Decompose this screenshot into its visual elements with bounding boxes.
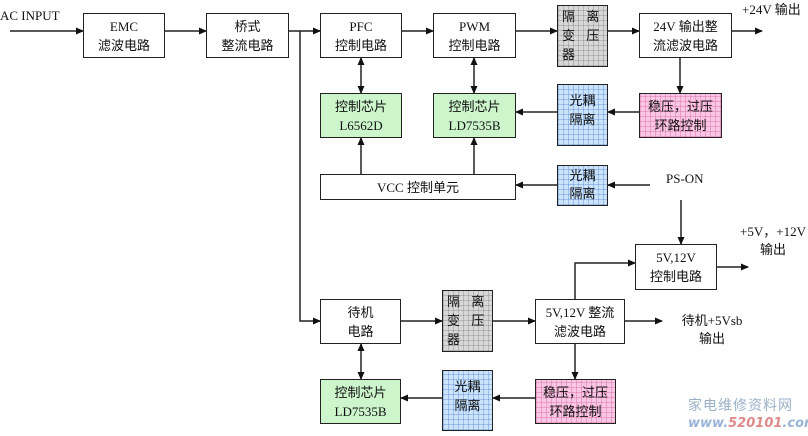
optocoupler-top-block: 光耦隔离 <box>557 84 608 146</box>
optocoupler-mid-block: 光耦隔离 <box>557 165 608 206</box>
optocoupler-bottom-block: 光耦隔离 <box>442 370 493 431</box>
block-line: 控制电路 <box>448 37 501 53</box>
block-line: 整流电路 <box>221 37 274 53</box>
block-line: 滤波电路 <box>553 323 606 339</box>
block-line: 隔离 <box>569 186 596 201</box>
block-line: LD7535B <box>334 403 387 419</box>
isolation-transformer-top: 隔 离变 压器 <box>557 5 608 67</box>
emc-filter-block: EMC 滤波电路 <box>83 13 165 58</box>
block-line: 5V,12V 整流 <box>545 304 615 320</box>
rectifier-24v-block: 24V 输出整流滤波电路 <box>639 13 732 58</box>
block-line: 变 压 <box>447 313 489 328</box>
block-line: L6562D <box>339 117 383 133</box>
block-line: EMC <box>109 18 139 34</box>
chip-ld7535b-top-block: 控制芯片 LD7535B <box>433 93 516 138</box>
watermark-url: www.520101.com <box>688 416 808 432</box>
pwm-control-block: PWM 控制电路 <box>433 13 516 58</box>
block-line: PWM <box>458 18 491 34</box>
isolation-transformer-bottom: 隔 离变 压器 <box>442 290 493 352</box>
arrow-rect-ctrl <box>574 259 636 299</box>
block-line: 隔离 <box>569 112 596 127</box>
watermark-url-number: 520101 <box>728 416 783 431</box>
block-line: LD7535B <box>448 117 501 133</box>
block-line: 稳压，过压 <box>647 98 713 114</box>
regulation-top-block: 稳压，过压环路控制 <box>639 93 722 138</box>
chip-ld7535b-bottom-block: 控制芯片 LD7535B <box>320 379 401 424</box>
block-line: 控制芯片 <box>334 98 387 114</box>
block-line: 光耦 <box>454 379 481 394</box>
block-line: 24V 输出整 <box>653 18 718 34</box>
block-line: 隔 离 <box>447 294 489 309</box>
chip-l6562d-block: 控制芯片 L6562D <box>320 93 402 138</box>
watermark-url-prefix: www. <box>688 416 729 431</box>
watermark-text: 家电维修资料网 <box>688 398 793 414</box>
block-line: 控制芯片 <box>334 384 387 400</box>
ps-on-label: PS-ON <box>666 171 704 186</box>
block-line: 光耦 <box>569 168 596 183</box>
block-line: 待机 <box>347 304 374 320</box>
block-line: 5V,12V <box>656 250 696 265</box>
block-line: 隔 离 <box>562 9 604 24</box>
block-line: 环路控制 <box>549 403 602 419</box>
output-5v12v-line2: 输出 <box>759 242 786 257</box>
standby-circuit-block: 待机电路 <box>320 299 401 344</box>
block-line: 流滤波电路 <box>652 37 718 53</box>
block-line: 器 <box>447 332 465 347</box>
pfc-control-block: PFC 控制电路 <box>320 13 402 58</box>
vcc-control-block: VCC 控制单元 <box>320 174 516 200</box>
block-line: 滤波电路 <box>97 37 150 53</box>
block-line: 隔离 <box>454 398 481 413</box>
block-line: 控制电路 <box>649 269 702 284</box>
standby-output-line2: 输出 <box>698 331 725 346</box>
block-line: 器 <box>562 47 580 62</box>
block-line: PFC <box>349 18 373 34</box>
block-line: 桥式 <box>234 18 261 34</box>
standby-output-label: 待机+5Vsb 输出 <box>674 312 750 348</box>
arrow-bridge-standby <box>299 31 321 325</box>
block-line: 变 压 <box>562 28 604 43</box>
watermark: 家电维修资料网 www.520101.com <box>688 397 808 432</box>
output-5v12v-line1: +5V，+12V <box>740 224 806 239</box>
rectifier-5v12v-block: 5V,12V 整流滤波电路 <box>535 299 625 344</box>
block-line: 光耦 <box>569 93 596 108</box>
block-line: 电路 <box>347 323 374 339</box>
block-line: 控制电路 <box>334 37 387 53</box>
block-line: 控制芯片 <box>448 98 501 114</box>
block-line: 环路控制 <box>654 117 707 133</box>
output-24v-label: +24V 输出 <box>742 2 801 17</box>
standby-output-line1: 待机+5Vsb <box>681 313 743 328</box>
bridge-rectifier-block: 桥式整流电路 <box>206 13 289 58</box>
regulation-bottom-block: 稳压，过压环路控制 <box>535 379 616 424</box>
control-5v12v-block: 5V,12V 控制电路 <box>635 244 717 290</box>
block-line: VCC 控制单元 <box>377 179 459 195</box>
ac-input-label: AC INPUT <box>0 8 60 23</box>
output-5v12v-label: +5V，+12V 输出 <box>738 223 808 259</box>
block-line: 稳压，过压 <box>542 384 608 400</box>
watermark-url-suffix: .com <box>782 416 808 431</box>
